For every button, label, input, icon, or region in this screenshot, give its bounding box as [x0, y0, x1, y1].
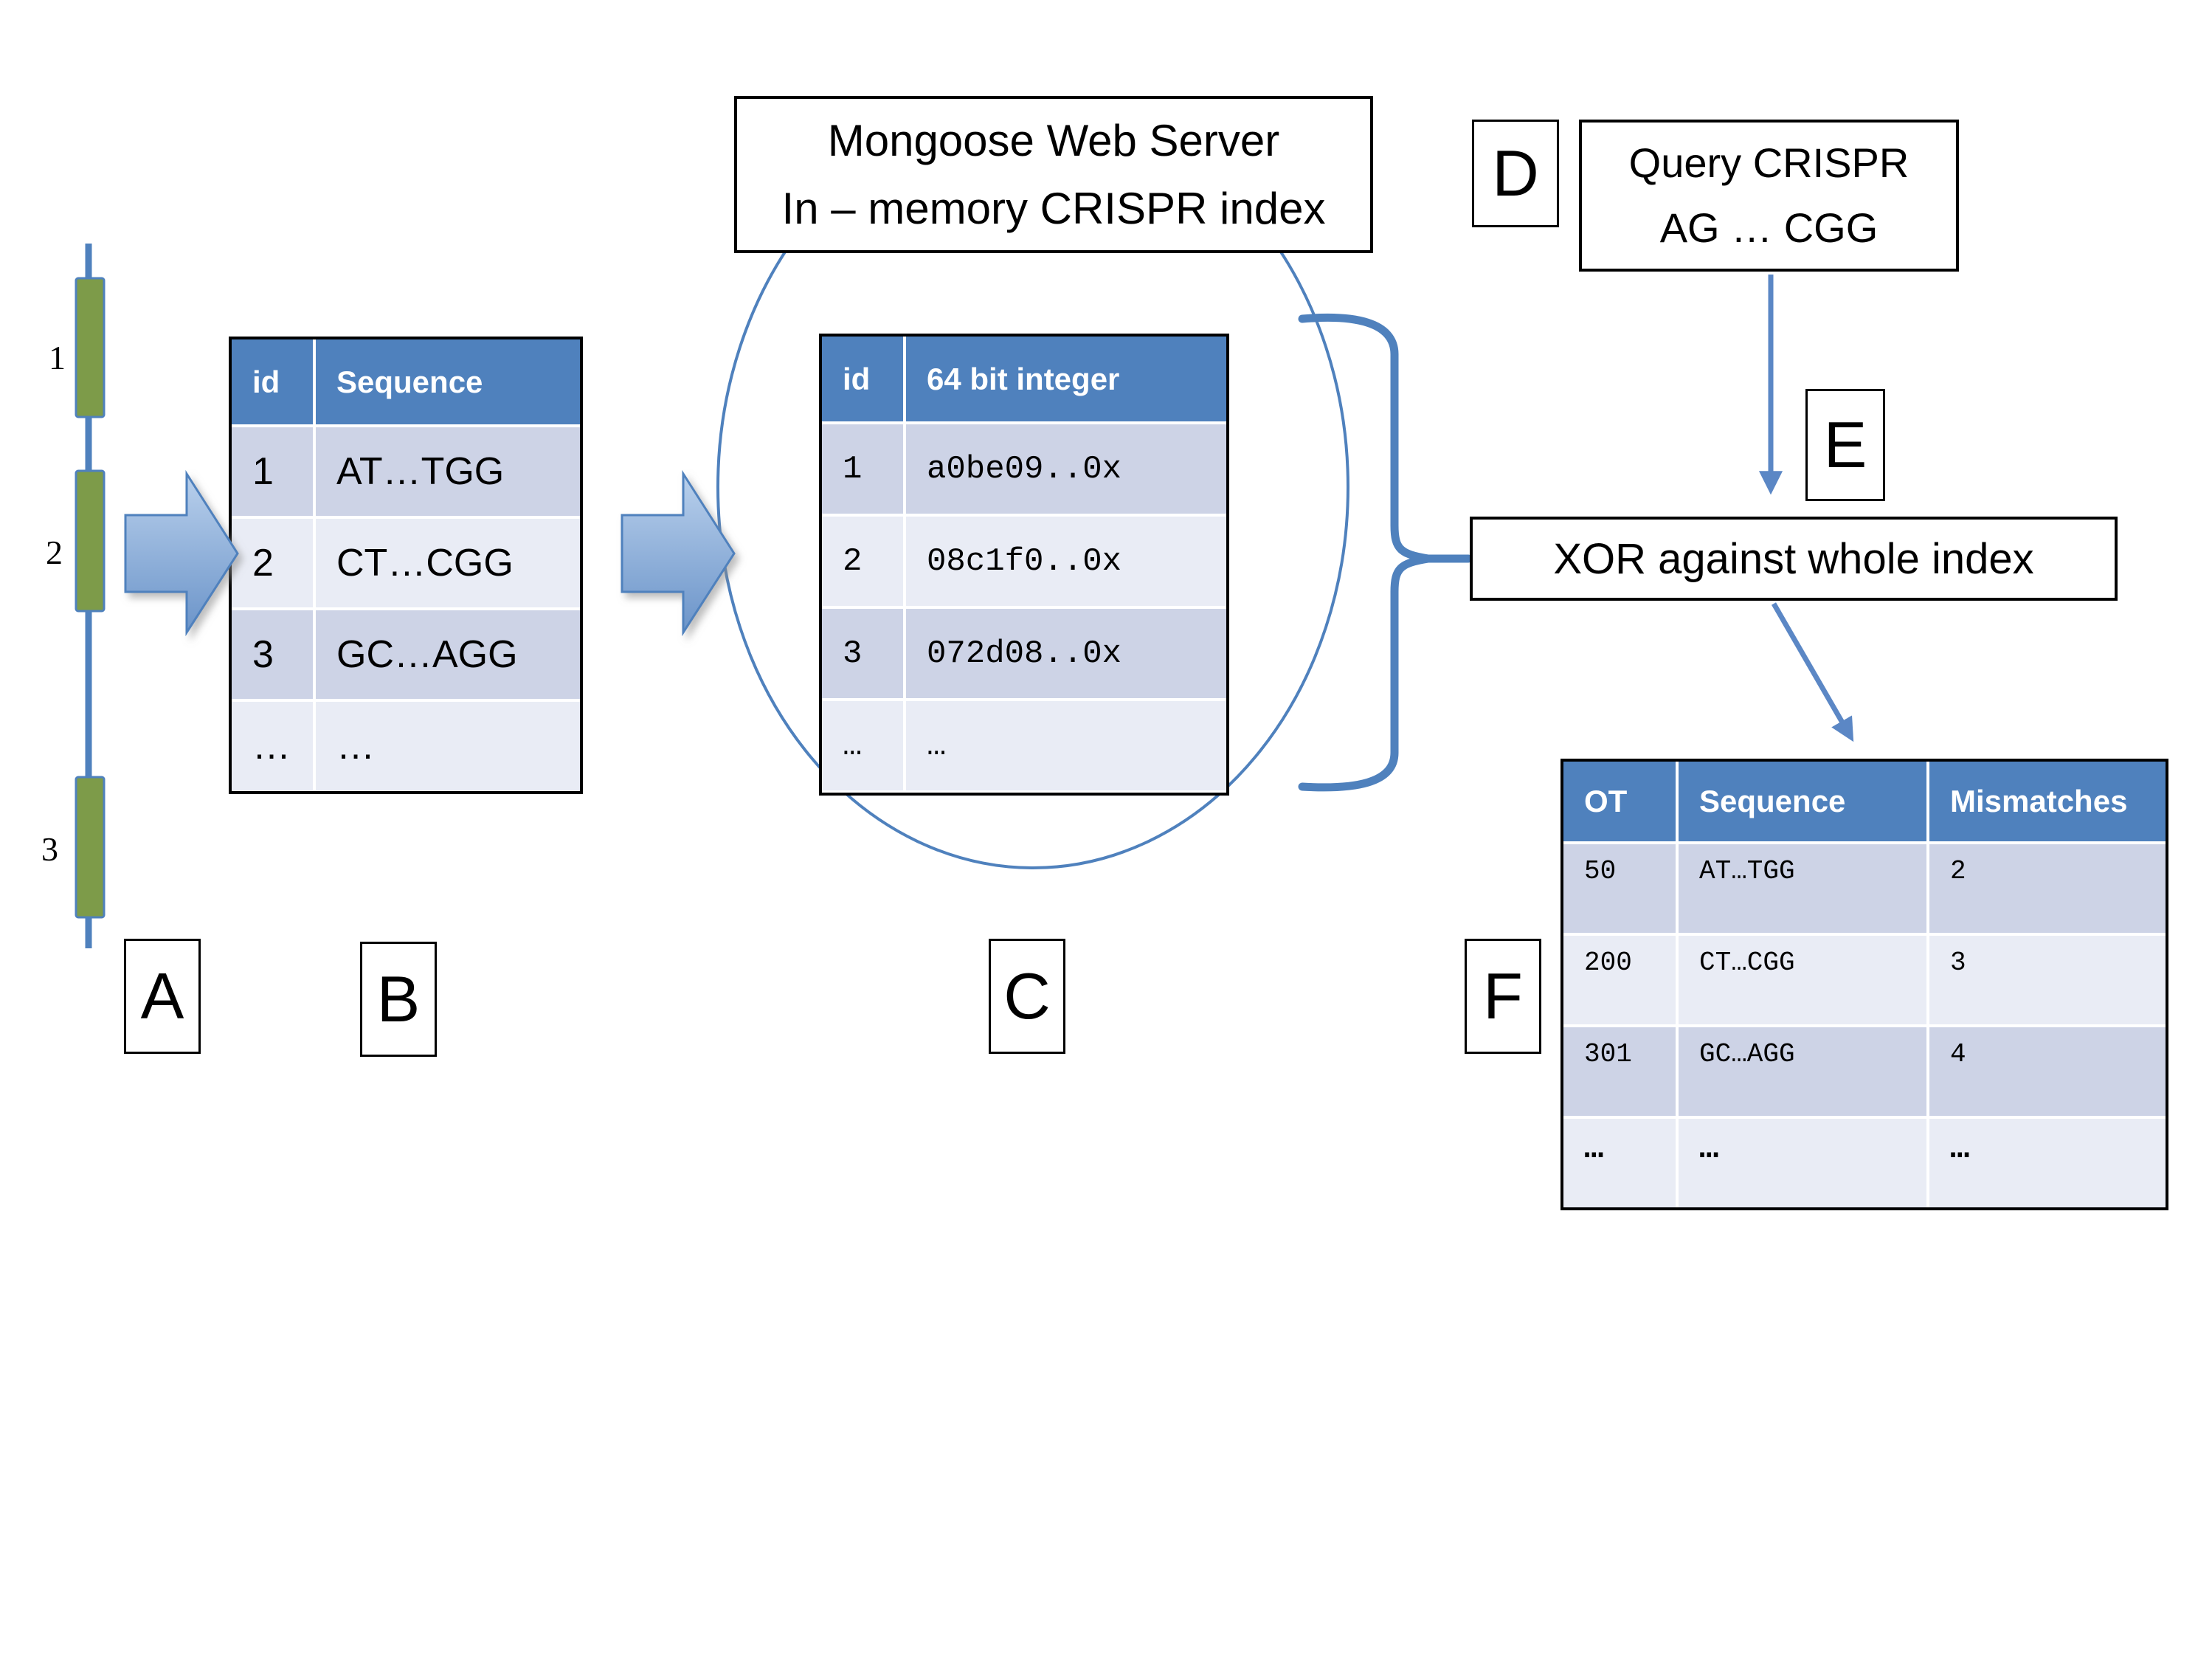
step-label-c: C — [989, 939, 1065, 1054]
table-row: … … — [822, 701, 1226, 790]
cell-id: 2 — [232, 519, 313, 607]
xor-box: XOR against whole index — [1470, 517, 2118, 601]
table-row: 3 072d08..0x — [822, 609, 1226, 698]
cell-id: … — [822, 701, 903, 790]
arrow-xor-to-results — [1771, 602, 1854, 742]
cell-ot: 200 — [1563, 936, 1676, 1024]
column-header-id: id — [822, 337, 903, 421]
cell-id: 3 — [232, 610, 313, 699]
table-row: … … — [232, 702, 580, 790]
crispr-index-table: id 64 bit integer 1 a0be09..0x 2 08c1f0.… — [819, 334, 1229, 796]
table-header-row: id 64 bit integer — [822, 337, 1226, 421]
cell-seq: GC…AGG — [316, 610, 580, 699]
cell-id: 3 — [822, 609, 903, 698]
table-row: 3 GC…AGG — [232, 610, 580, 699]
exon-2 — [75, 469, 106, 613]
cell-seq: CT…CGG — [1679, 936, 1926, 1024]
query-line-2: AG … CGG — [1659, 204, 1879, 251]
column-header-ot: OT — [1563, 762, 1676, 841]
mongoose-title-box: Mongoose Web Server In – memory CRISPR i… — [734, 96, 1373, 253]
cell-id: 1 — [822, 424, 903, 514]
cell-ot: 50 — [1563, 844, 1676, 933]
column-header-sequence: Sequence — [1679, 762, 1926, 841]
table-row: 301 GC…AGG 4 — [1563, 1027, 2166, 1116]
cell-id: … — [232, 702, 313, 790]
column-header-id: id — [232, 339, 313, 424]
chromosome-exons — [75, 277, 106, 919]
table-header-row: OT Sequence Mismatches — [1563, 762, 2166, 841]
column-header-sequence: Sequence — [316, 339, 580, 424]
exon-1 — [75, 277, 106, 418]
cell-val: … — [906, 701, 1226, 790]
cell-seq: AT…TGG — [1679, 844, 1926, 933]
table-row: 1 AT…TGG — [232, 427, 580, 516]
step-label-f: F — [1465, 939, 1541, 1054]
table-row: 1 a0be09..0x — [822, 424, 1226, 514]
cell-seq: … — [1679, 1119, 1926, 1207]
column-header-integer: 64 bit integer — [906, 337, 1226, 421]
index-brace — [1298, 313, 1473, 792]
cell-seq: GC…AGG — [1679, 1027, 1926, 1116]
crispr-sequence-table: id Sequence 1 AT…TGG 2 CT…CGG 3 GC…AGG …… — [229, 337, 583, 794]
cell-ot: … — [1563, 1119, 1676, 1207]
xor-label: XOR against whole index — [1553, 534, 2034, 583]
cell-val: 08c1f0..0x — [906, 517, 1226, 606]
offtarget-results-table: OT Sequence Mismatches 50 AT…TGG 2 200 C… — [1561, 759, 2168, 1210]
table-row: 2 08c1f0..0x — [822, 517, 1226, 606]
table-row: 200 CT…CGG 3 — [1563, 936, 2166, 1024]
cell-ot: 301 — [1563, 1027, 1676, 1116]
block-arrow-a-to-b — [124, 469, 239, 637]
cell-seq: … — [316, 702, 580, 790]
table-row: 2 CT…CGG — [232, 519, 580, 607]
cell-mm: 3 — [1929, 936, 2166, 1024]
table-row: … … … — [1563, 1119, 2166, 1207]
step-label-e: E — [1805, 389, 1885, 501]
chromosome-segment-label-1: 1 — [49, 339, 66, 376]
step-label-a: A — [124, 939, 201, 1054]
block-arrow-b-to-c — [621, 469, 736, 637]
table-row: 50 AT…TGG 2 — [1563, 844, 2166, 933]
cell-id: 2 — [822, 517, 903, 606]
column-header-mismatches: Mismatches — [1929, 762, 2166, 841]
title-line-2: In – memory CRISPR index — [781, 183, 1326, 233]
step-label-b: B — [360, 942, 437, 1057]
chromosome-segment-label-2: 2 — [46, 534, 63, 571]
step-label-d: D — [1472, 120, 1559, 227]
cell-mm: 4 — [1929, 1027, 2166, 1116]
cell-seq: AT…TGG — [316, 427, 580, 516]
cell-mm: … — [1929, 1119, 2166, 1207]
chromosome-segment-label-3: 3 — [41, 830, 58, 868]
cell-mm: 2 — [1929, 844, 2166, 933]
table-header-row: id Sequence — [232, 339, 580, 424]
title-line-1: Mongoose Web Server — [827, 115, 1280, 165]
cell-seq: CT…CGG — [316, 519, 580, 607]
exon-3 — [75, 776, 106, 919]
cell-val: a0be09..0x — [906, 424, 1226, 514]
query-line-1: Query CRISPR — [1628, 139, 1909, 186]
cell-id: 1 — [232, 427, 313, 516]
cell-val: 072d08..0x — [906, 609, 1226, 698]
query-crispr-box: Query CRISPR AG … CGG — [1579, 120, 1959, 272]
